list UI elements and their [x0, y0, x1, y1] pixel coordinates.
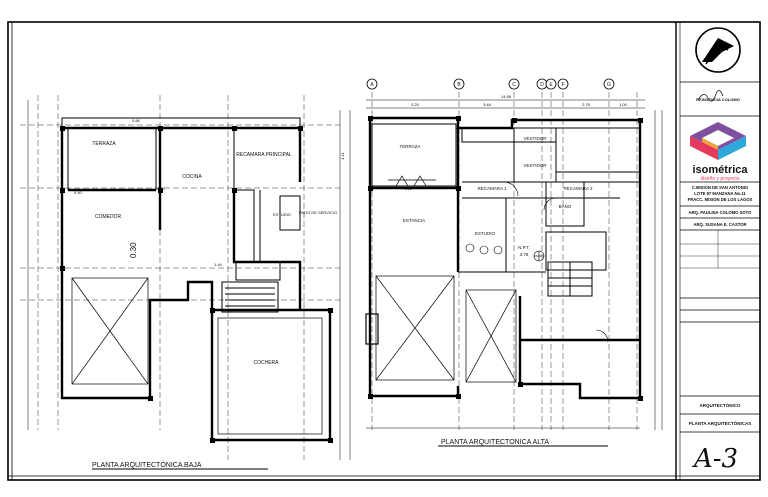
upper-room-vestidor-2: VESTIDOR	[523, 163, 547, 168]
upper-floor-plan	[365, 78, 663, 430]
ground-plan-title: PLANTA ARQUITECTÓNICA BAJA	[92, 460, 202, 469]
grid-label-c: C	[512, 82, 516, 88]
grid-bubble-b	[453, 78, 465, 90]
ground-room-patio: PATIO DE SERVICIO	[299, 210, 337, 215]
dim-upper-100: 1.00	[619, 102, 628, 107]
sheet-title: PLANTA ARQUITECTÓNICAS	[689, 419, 752, 426]
grid-label-b: B	[457, 82, 461, 88]
address-line-3: FRACC. MISION DE LOS LAGOS	[688, 197, 753, 202]
address-line-1: C.MISION DE SAN ANTONIO	[692, 185, 749, 190]
discipline-label: ARQUITECTÓNICO	[700, 401, 741, 408]
upper-npt-label: N.P.T.	[518, 245, 530, 250]
dim-upper-278: 2.78	[582, 102, 591, 107]
dim-ground-144: 1.44	[214, 262, 223, 267]
ground-floor-plan	[20, 95, 351, 460]
ground-room-cochera: COCHERA	[253, 360, 279, 366]
dim-ground-040: 0.40	[74, 190, 83, 195]
upper-room-estudio: ESTUDIO	[475, 231, 496, 236]
grid-bubble-c	[508, 78, 520, 90]
ground-room-cocina: COCINA	[182, 174, 202, 180]
title-block	[675, 22, 760, 480]
dim-upper-1486: 14.86	[501, 94, 512, 99]
dim-upper-346: 3.46	[483, 102, 492, 107]
dim-ground-086: 0.86	[132, 118, 141, 123]
isometrica-logo-icon	[690, 122, 746, 160]
grid-label-g: G	[607, 82, 611, 88]
ground-room-estudio: ESTUDIO	[273, 212, 291, 217]
grid-label-d: D	[540, 82, 544, 88]
grid-bubble-a	[366, 78, 378, 90]
dim-ground-030-large: 0.30	[129, 242, 138, 258]
grid-bubble-f	[557, 78, 569, 90]
brand-tagline: diseño y proyecto	[700, 176, 739, 182]
upper-room-recamara-2: RECAMARA 2	[563, 186, 593, 191]
ground-room-comedor: COMEDOR	[95, 214, 122, 220]
grid-label-e: E	[549, 82, 553, 88]
brand-name: isométrica	[692, 164, 748, 176]
sheet-frame	[7, 21, 761, 481]
upper-room-terraza: TERRAZA	[399, 144, 420, 149]
upper-plan-title: PLANTA ARQUITECTONICA ALTA	[441, 439, 549, 446]
dim-ground-030: 0.30	[157, 186, 166, 191]
project-name: RESIDENCIA COLOMO	[696, 97, 740, 102]
address-line-2: LOTE 87 MANZANA No.11	[694, 191, 746, 196]
upper-room-recamara-1: RECAMARA 1	[477, 186, 507, 191]
grid-bubble-e	[545, 78, 557, 90]
upper-room-bano: BAÑO	[559, 203, 572, 209]
grid-label-f: F	[561, 82, 564, 88]
architect-1: ARQ. PAULINA COLOMO SOTO	[689, 210, 752, 215]
upper-room-vestidor-1: VESTIDOR	[523, 136, 547, 141]
signature-mark	[697, 90, 724, 102]
north-arrow-icon	[695, 27, 741, 73]
grid-bubble-g	[603, 78, 615, 90]
ground-room-recamara: RECAMARA PRINCIPAL	[236, 152, 292, 158]
ground-room-terraza: TERRAZA	[92, 141, 116, 147]
dim-upper-150: 1.50	[404, 186, 413, 191]
dim-upper-411: 4.11	[340, 151, 345, 159]
grid-label-a: A	[370, 82, 374, 88]
architect-2: ARQ. SUSANA E. CASTOR	[693, 222, 746, 227]
sheet-number: A-3	[692, 444, 738, 474]
dim-upper-320: 3.20	[411, 102, 420, 107]
upper-room-estancia: ESTANCIA	[403, 218, 425, 223]
upper-npt-value: 3.78	[520, 252, 529, 257]
